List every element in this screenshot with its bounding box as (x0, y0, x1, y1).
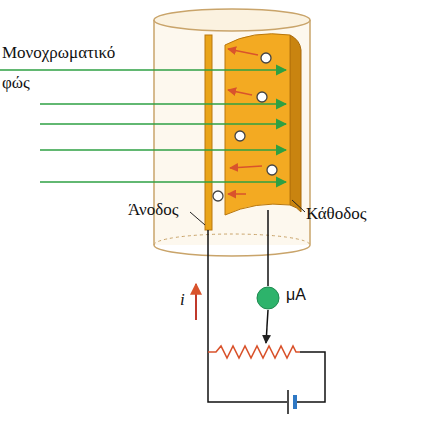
ammeter-label: μΑ (286, 286, 306, 304)
anode-rod (205, 35, 212, 230)
current-label: i (180, 290, 192, 310)
rheostat-resistor (208, 346, 300, 358)
photoelectrons (213, 49, 277, 201)
circuit-wires (208, 210, 325, 402)
current-arrow (195, 284, 197, 320)
anode-label: Άνοδος (128, 200, 198, 220)
leader-line (292, 200, 305, 212)
ammeter-node: μΑ (256, 286, 310, 310)
rheostat-wiper (266, 310, 268, 343)
battery-symbol (288, 390, 297, 414)
cathode-label: Κάθοδος (306, 204, 386, 224)
light-rays (0, 70, 286, 182)
light-label: Μονοχρωματικό φώς (2, 38, 142, 98)
ammeter-circle (257, 287, 279, 309)
leader-line (190, 212, 205, 225)
ammeter-circle (256, 286, 280, 310)
